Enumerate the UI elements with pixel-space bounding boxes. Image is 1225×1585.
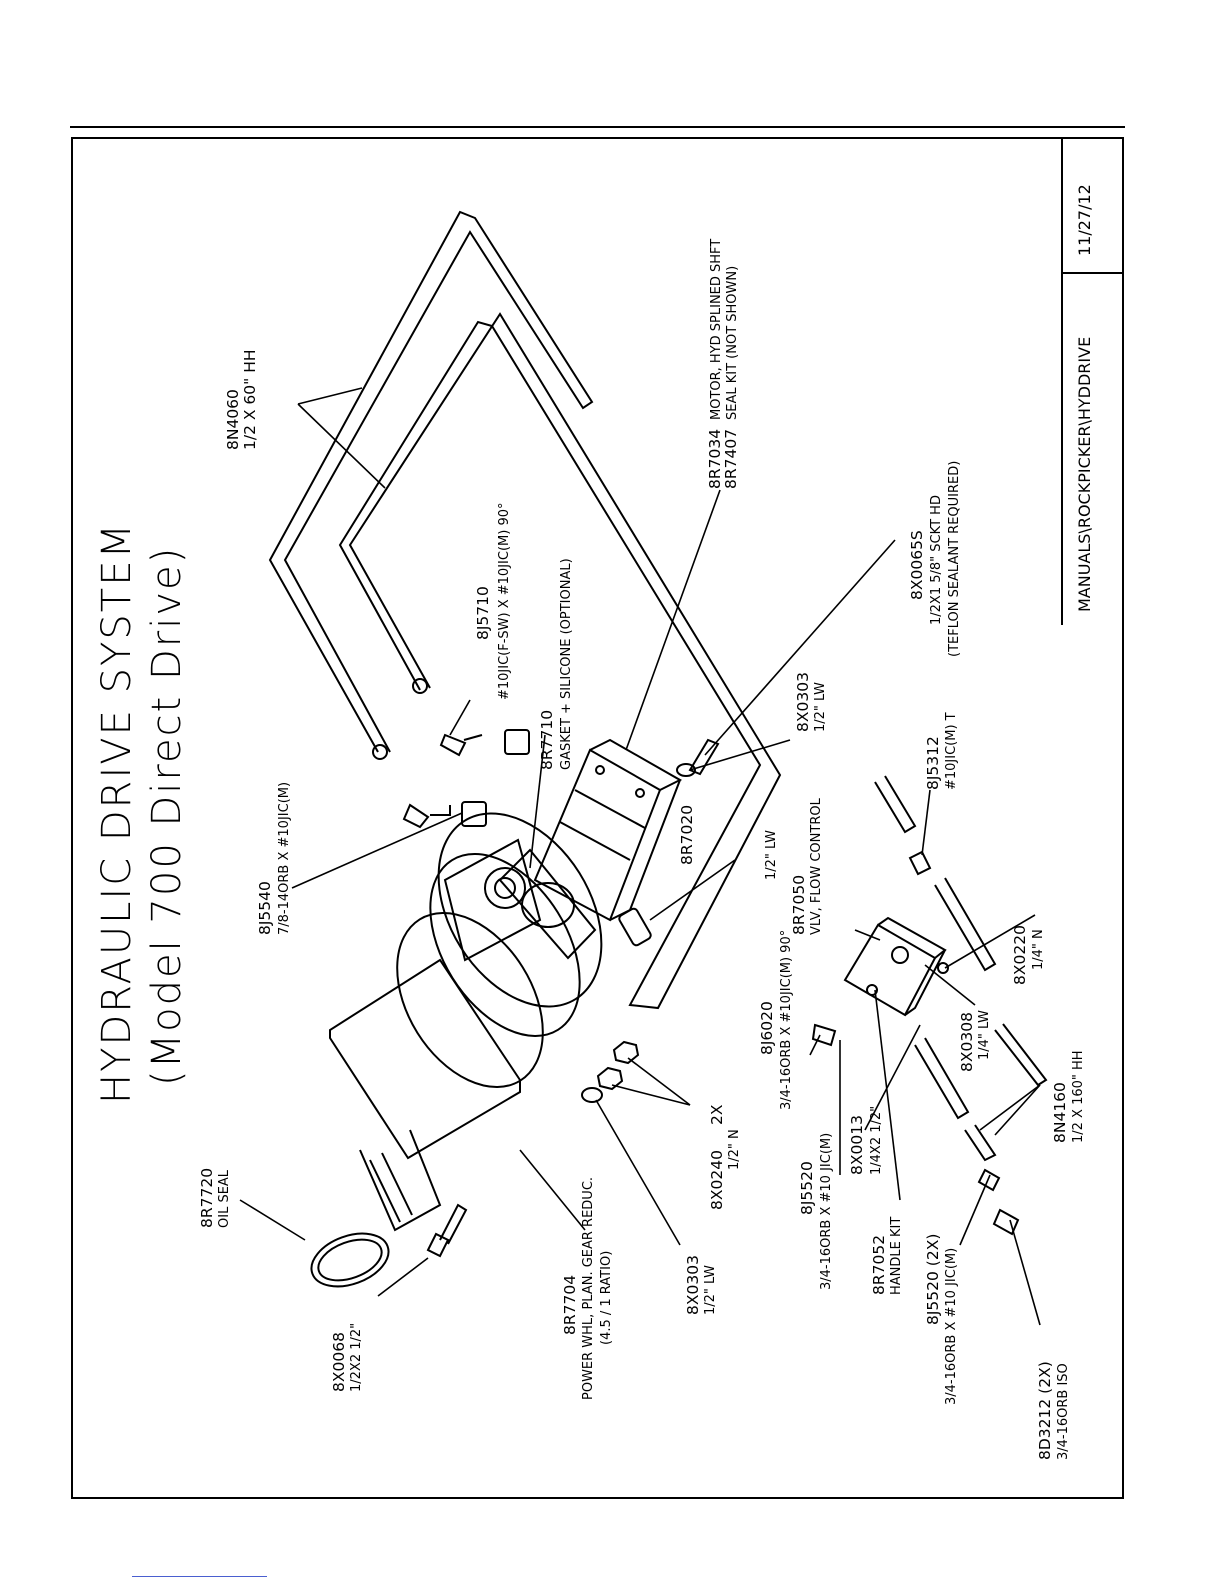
nut-8X0220 — [937, 962, 949, 974]
label-8X0308-desc: 1/4" LW — [977, 1010, 992, 1060]
label-8R7720-desc: OIL SEAL — [217, 1169, 232, 1228]
label-8X0065S-desc2: (TEFLON SEALANT REQUIRED) — [947, 461, 962, 657]
nut-8X0240-1 — [596, 1066, 624, 1091]
label-8R7034-desc: MOTOR, HYD SPLINED SHFT — [709, 239, 724, 420]
label-8J5540-desc: 7/8-14ORB X #10JIC(M) — [277, 782, 292, 935]
hydraulic-motor — [533, 738, 683, 922]
label-8J5520b-part: 8J5520 (2X) — [924, 1234, 942, 1325]
label-8R7710-desc: GASKET + SILICONE (OPTIONAL) — [559, 558, 574, 770]
drawing-frame — [71, 137, 1124, 1499]
label-8X0068-part: 8X0068 — [330, 1332, 348, 1392]
label-8J5710-part: 8J5710 — [474, 586, 492, 640]
fitting-8J5520-lower — [977, 1168, 1001, 1192]
title-block — [1061, 139, 1122, 625]
tube-bottom — [964, 1124, 997, 1162]
label-8J6020-part: 8J6020 — [758, 1001, 776, 1055]
label-8D3212-desc: 3/4-16ORB ISO — [1056, 1363, 1071, 1460]
top-rule — [70, 126, 1125, 128]
title-block-path: MANUALS\ROCKPICKER\HYDDRIVE — [1075, 337, 1094, 612]
label-8R7052-desc: HANDLE KIT — [889, 1217, 904, 1295]
hose-fitting-1 — [372, 744, 388, 760]
label-8J6020-desc: 3/4-16ORB X #10JIC(M) 90° — [779, 930, 794, 1110]
label-8X0303-upper-part: 8X0303 — [794, 672, 812, 732]
check-valve-8R7020 — [618, 907, 652, 947]
oil-seal — [310, 1232, 390, 1288]
hose-fitting-2 — [412, 678, 428, 694]
hose-upper — [268, 210, 594, 753]
label-8X0303-upper-desc: 1/2" LW — [813, 682, 828, 732]
label-8X0308-part: 8X0308 — [958, 1012, 976, 1072]
label-8X0068-desc: 1/2X2 1/2" — [349, 1323, 364, 1392]
lock-washer-8X0303-lower — [581, 1087, 603, 1103]
label-8R7704-desc2: (4.5 / 1 RATIO) — [599, 1251, 614, 1345]
label-8X0065S-part: 8X0065S — [908, 530, 926, 600]
socket-head-bolt — [688, 738, 720, 776]
title-line-2: (Model 700 Direct Drive) — [144, 546, 190, 1086]
label-8X0013-part: 8X0013 — [848, 1115, 866, 1175]
label-8X0220-desc: 1/4" N — [1031, 929, 1046, 970]
label-8R7710-part: 8R7710 — [538, 710, 556, 770]
label-8R7704-desc1: POWER WHL, PLAN. GEAR REDUC. — [581, 1177, 596, 1400]
label-8X0240-qty: 2X — [708, 1104, 726, 1125]
lock-washer-8X0303-upper — [676, 763, 696, 777]
label-8R7720-part: 8R7720 — [198, 1168, 216, 1228]
planetary-gear-reducer — [329, 812, 603, 1232]
label-8R7020-part: 8R7020 — [678, 805, 696, 865]
page-link-underline — [132, 1576, 267, 1577]
hose-lower — [338, 312, 782, 1010]
label-8R7407-desc: SEAL KIT (NOT SHOWN) — [725, 266, 740, 420]
label-8R7050-desc2: 1/2" LW — [764, 830, 779, 880]
bolt-8X0068 — [426, 1203, 468, 1258]
label-8X0303-lower-part: 8X0303 — [684, 1255, 702, 1315]
gasket — [498, 848, 597, 960]
label-8X0303-lower-desc: 1/2" LW — [703, 1265, 718, 1315]
label-8R7050-desc: VLV, FLOW CONTROL — [809, 797, 824, 935]
label-8N4060-desc: 1/2 X 60" HH — [241, 349, 259, 450]
title-block-date: 11/27/12 — [1075, 184, 1094, 256]
label-8X0220-part: 8X0220 — [1011, 925, 1029, 985]
label-8J5520a-desc: 3/4-16ORB X #10 JIC(M) — [819, 1133, 834, 1290]
leader-lines — [239, 387, 1041, 1326]
label-8N4160-part: 8N4160 — [1051, 1082, 1069, 1143]
label-8X0240-desc: 1/2" N — [727, 1129, 742, 1170]
tube-mid-right — [934, 877, 997, 972]
title-line-1: HYDRAULIC DRIVE SYSTEM — [94, 522, 140, 1104]
label-8J5520a-part: 8J5520 — [798, 1161, 816, 1215]
label-8X0013-desc: 1/4X2 1/2" — [869, 1106, 884, 1175]
label-8R7704-part: 8R7704 — [561, 1275, 579, 1335]
label-8X0065S-desc1: 1/2X1 5/8" SCKT HD — [929, 495, 944, 625]
label-8J5520b-desc: 3/4-16ORB X #10 JIC(M) — [944, 1248, 959, 1405]
tube-lower — [914, 1037, 970, 1120]
label-8J5710-desc: #10JIC(F-SW) X #10JIC(M) 90° — [497, 503, 512, 700]
elbow-fitting-8J5710 — [439, 733, 483, 757]
label-8N4160-desc: 1/2 X 160" HH — [1071, 1050, 1086, 1143]
label-8N4060-part: 8N4060 — [224, 389, 242, 450]
tee-fitting-8J5312 — [908, 850, 932, 876]
label-8J5312-part: 8J5312 — [924, 736, 942, 790]
nut-8X0240-2 — [612, 1040, 640, 1065]
label-8R7052-part: 8R7052 — [870, 1235, 888, 1295]
label-8X0240-part: 8X0240 — [708, 1150, 726, 1210]
elbow-fitting-8J5540 — [402, 803, 451, 829]
straight-fitting-8J5710 — [504, 729, 530, 755]
label-8D3212-part: 8D3212 (2X) — [1036, 1361, 1054, 1460]
fitting-8D3212 — [992, 1208, 1020, 1236]
label-8R7034-part: 8R7034 — [706, 429, 724, 489]
tube-lower-2 — [994, 1023, 1048, 1087]
tube-upper-right — [874, 775, 917, 834]
label-8R7050-part: 8R7050 — [790, 875, 808, 935]
label-8J5540-part: 8J5540 — [256, 881, 274, 935]
label-8J5312-desc: #10JIC(M) T — [944, 712, 959, 790]
fitting-8J6020 — [811, 1023, 837, 1047]
oil-seal-inner — [317, 1238, 383, 1282]
flow-control-valve — [843, 916, 947, 1017]
label-8R7407-part: 8R7407 — [722, 429, 740, 489]
